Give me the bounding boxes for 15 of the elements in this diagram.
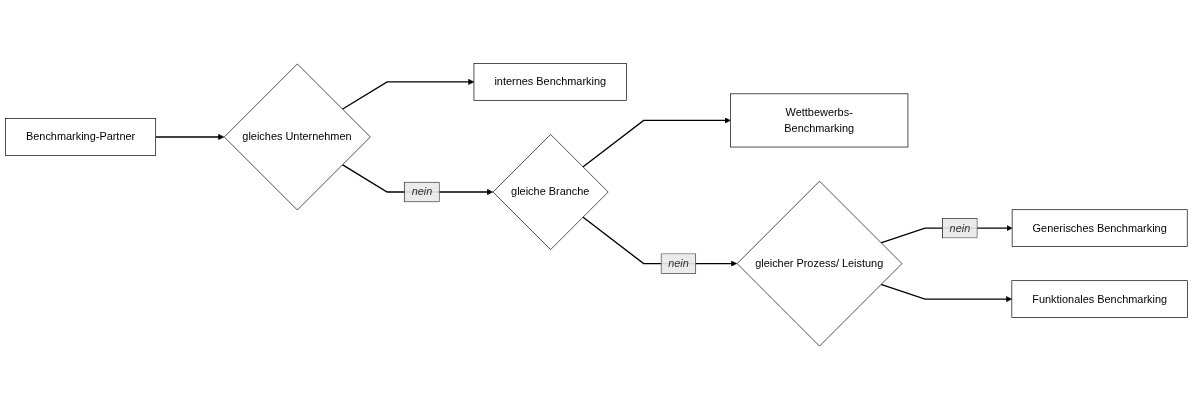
edge-label: nein	[949, 222, 971, 234]
node-diamond: gleiche Branche	[492, 134, 609, 251]
node-box: Benchmarking-Partner	[5, 118, 156, 156]
arrow	[880, 283, 1013, 303]
node-box: Funktionales Benchmarking	[1011, 280, 1188, 319]
node-diamond: gleiches Unternehmen	[223, 63, 371, 211]
node-diamond: gleicher Prozess/ Leistung	[736, 181, 903, 347]
arrow	[155, 134, 225, 141]
node-box: internes Benchmarking	[473, 63, 627, 101]
edge-label: nein	[668, 257, 689, 270]
arrow	[341, 79, 475, 111]
edge-label: nein	[411, 186, 433, 198]
node-box: Wettbewerbs-Benchmarking	[730, 93, 909, 148]
arrow	[582, 117, 731, 168]
node-box: Generisches Benchmarking	[1011, 209, 1188, 248]
